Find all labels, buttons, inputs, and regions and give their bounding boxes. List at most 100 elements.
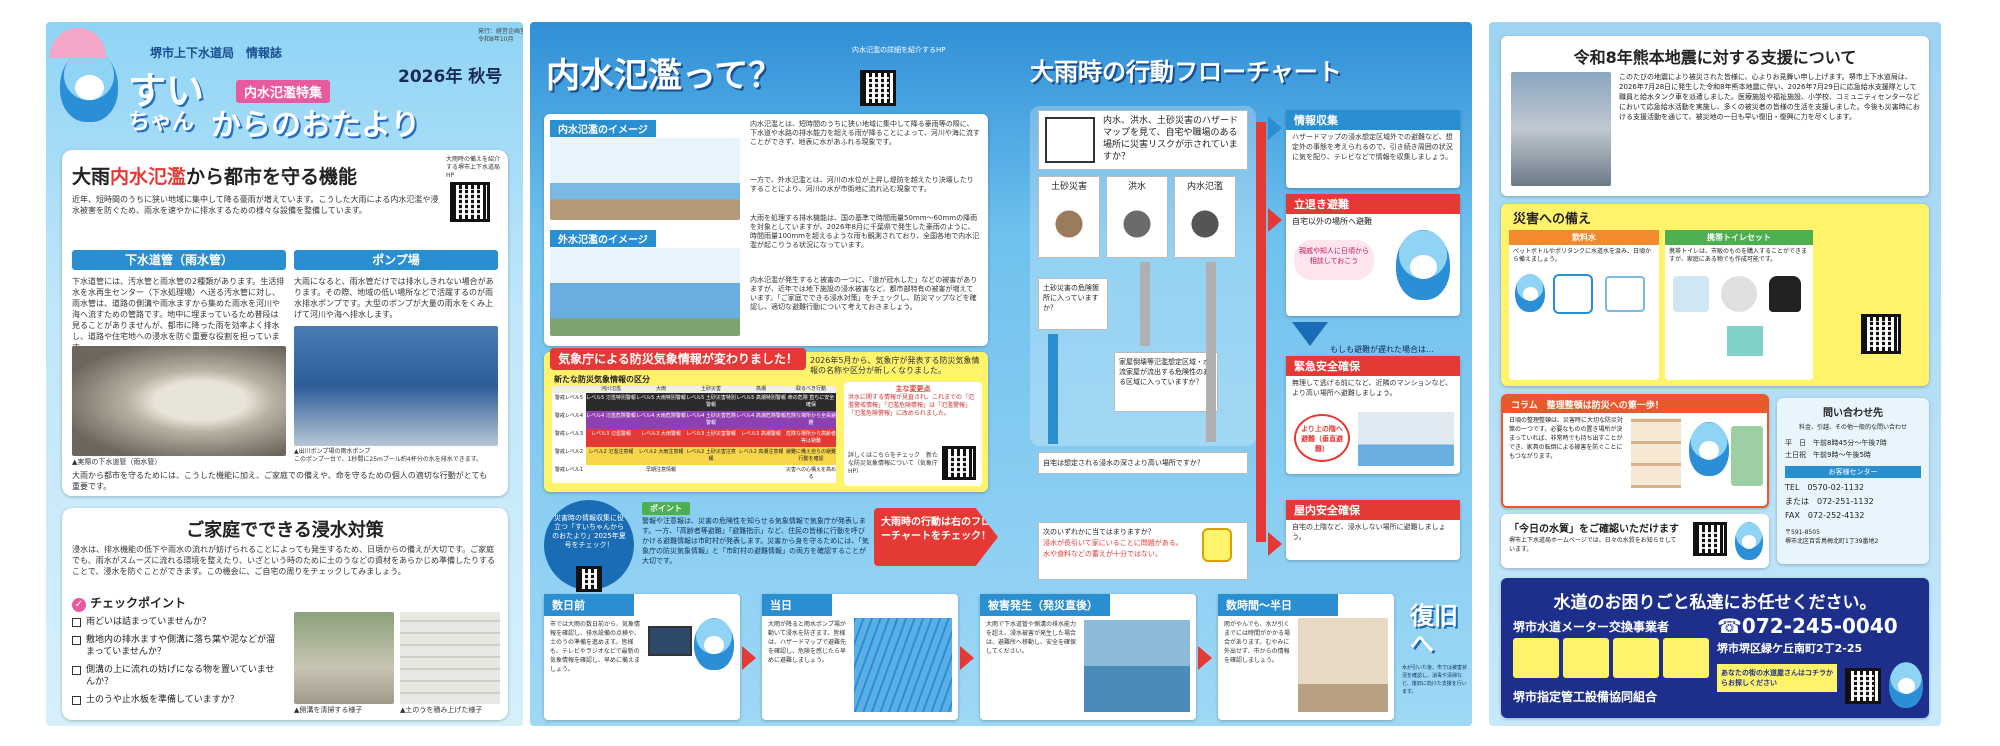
table-cell: 災害への心構えを高める (786, 465, 836, 483)
water-quality-card: 「今日の水質」をご確認いただけます 堺市上下水道局ホームページでは、日々の水質を… (1501, 514, 1769, 568)
mascot-ad-icon (1889, 662, 1923, 708)
center-label: お客様センター (1785, 466, 1921, 478)
table-cell: レベル5 高潮特別警報 (736, 393, 786, 411)
table-cell: レベル3 大雨警報 (636, 429, 686, 447)
main-heading: 大雨内水氾濫から都市を守る機能 (72, 162, 357, 189)
table-cell (686, 465, 736, 483)
checkbox-icon[interactable] (72, 618, 81, 627)
panel-newsletter-front: 堺市上下水道局 情報誌 発行：経営企画室 令和8年10月 2026年 秋号 すい… (46, 22, 523, 726)
table-cell: 警戒レベル4 (552, 411, 586, 429)
mascot-column-icon (1689, 422, 1729, 476)
arrow-to-info (1268, 116, 1282, 140)
heading-pre: 大雨 (72, 166, 111, 188)
recovery-text: 水が引いた後、市では被害状況を確認し、消毒や清掃など、復旧に向けた支援を行います… (1402, 665, 1468, 695)
sewer-pipe-photo (72, 346, 286, 456)
timeline-arrow-1 (742, 646, 756, 670)
info-bubble-text: 災害時の情報収集に役立つ「すいちゃんからのおたより」2025年夏号をチェック！ (552, 514, 626, 549)
check-circle-icon: ✓ (72, 598, 86, 612)
info-text: ハザードマップの浸水想定区域外での避難など、想定外の事態を考えられるので、引き続… (1292, 133, 1453, 161)
support-photo (1511, 72, 1611, 186)
panel-flood-center: 内水氾濫って？ 内水氾濫の詳細を紹介するHP 内水氾濫のイメージ 外水氾濫のイメ… (530, 22, 1472, 726)
evac-note: 親戚や知人に日頃から相談しておこう (1294, 240, 1374, 280)
table-cell: レベル4 高潮危険警報 (736, 411, 786, 429)
rain-scene-icon (854, 618, 952, 712)
timeline-title: 数時間〜半日 (1218, 594, 1338, 616)
qr-code-prep[interactable] (1861, 314, 1901, 354)
photo2-caption: ▲出川ポンプ場の雨水ポンプ このポンプ一台で、1秒間に25mプール約4杯分の水を… (294, 448, 483, 463)
check-item[interactable]: 雨どいは詰まっていませんか？ (72, 616, 282, 628)
main-card: 大雨内水氾濫から都市を守る機能 大雨時の備えを紹介する堺市上下水道局HP 近年、… (62, 150, 508, 496)
toilet-box: 携帯トイレセット 携帯トイレは、市販のものを購入することができますが、家庭にある… (1665, 230, 1813, 380)
qr-code-flood[interactable] (860, 70, 896, 106)
support-text: このたびの地震により被災された皆様に、心よりお見舞い申し上げます。堺市上下水道局… (1619, 73, 1920, 121)
checkbox-icon[interactable] (72, 666, 81, 675)
checklist: 雨どいは詰まっていませんか？ 敷地内の排水ますや側溝に落ち葉や泥などが溜まってい… (72, 616, 282, 706)
hazard-inner-flood: 内水氾濫 (1174, 176, 1236, 258)
water-title: 飲料水 (1509, 230, 1659, 245)
issue-label: 2026年 秋号 (398, 67, 503, 87)
house-flood-icon (1183, 199, 1227, 249)
hazard-landslide: 土砂災害 (1038, 176, 1100, 258)
flood-icon (1115, 199, 1159, 249)
ad-phone[interactable]: ☎072-245-0040 (1717, 614, 1898, 638)
photo4-caption: ▲土のうを積み上げた様子 (400, 706, 483, 714)
checkbox-icon[interactable] (72, 696, 81, 705)
major-change-box: 主な変更点 洪水に関する情報が見直され、これまでの「氾濫警戒情報」「氾濫危険情報… (844, 382, 982, 486)
outer-flood-label: 外水氾濫のイメージ (550, 230, 656, 247)
table-header: 取るべき行動 (786, 386, 836, 393)
table-cell (586, 465, 636, 483)
timeline-text: 大雨が降ると雨水ポンプ場が動いて浸水を防ぎます。皆様は、ハザードマップで避難先を… (768, 621, 847, 664)
toilet-title: 携帯トイレセット (1665, 230, 1813, 245)
table-cell: レベル3 氾濫警報 (586, 429, 636, 447)
water-quality-title: 「今日の水質」をご確認いただけます (1509, 524, 1679, 535)
bottle-icon (1605, 276, 1645, 312)
major-change-link[interactable]: 詳しくはこちらをチェック 新たな防災気象情報について（気象庁HP） (848, 452, 939, 475)
explain-3: 大雨を処理する排水機能は、国の基準で時間雨量50mm〜60mmの降雨を対象として… (750, 214, 980, 249)
urgent-text: 無理して逃げる前になど、近隣のマンションなど、より高い場所へ避難しましょう。 (1292, 379, 1453, 397)
home-text: 浸水は、排水機能の低下や雨水の流れが妨げられることによっても発生するため、日頃か… (72, 545, 496, 576)
table-cell: レベル5 土砂災害特別警報 (686, 393, 736, 411)
check-title-label: チェックポイント (90, 596, 187, 610)
arrow-to-indoor (1268, 532, 1282, 556)
table-cell: 警戒レベル5 (552, 393, 586, 411)
check-item[interactable]: 側溝の上に流れの妨げになる物を置いていませんか？ (72, 664, 282, 688)
indoor-card: 屋内安全確保 自宅の上階など、浸水しない場所に避難しましょう。 (1286, 500, 1460, 560)
major-change-title: 主な変更点 (895, 385, 931, 393)
flood-explain-card: 内水氾濫のイメージ 外水氾濫のイメージ 内水氾濫とは、短時間のうちに狭い地域に集… (544, 114, 988, 346)
issuer-label: 堺市上下水道局 情報誌 (150, 46, 283, 60)
flood-qr-caption: 内水氾濫の詳細を紹介するHP (852, 46, 946, 54)
column-title: コラム 整理整頓は防災への第一歩！ (1503, 396, 1767, 413)
qr-code-bubble[interactable] (576, 566, 602, 592)
timeline-step-2: 当日 大雨が降ると雨水ポンプ場が動いて浸水を防ぎます。皆様は、ハザードマップで避… (762, 594, 958, 720)
qr-code-quality[interactable] (1693, 522, 1727, 556)
table-cell: レベル4 土砂災害危険警報 (686, 411, 736, 429)
qr-code-1[interactable] (450, 182, 490, 222)
prep-title: 災害への備え (1513, 212, 1592, 227)
column-text: 日頃の整理整頓は、災害時に大切な防災対策の一つです。必要なものの置き場所が決まっ… (1509, 417, 1624, 460)
storage-icon (1731, 426, 1763, 486)
photo3-caption: ▲側溝を清掃する様子 (294, 706, 363, 714)
flow-title: 大雨時の行動フローチャート (1030, 58, 1342, 86)
urgent-bubble: より上の階へ避難（垂直避難） (1294, 414, 1350, 462)
check-item[interactable]: 土のうや止水板を準備していますか？ (72, 694, 282, 706)
qr-code-ad[interactable] (1845, 668, 1881, 704)
checkbox-icon[interactable] (72, 636, 81, 645)
evac-title: 立退き避難 (1286, 194, 1460, 214)
qr-code-jma[interactable] (942, 446, 976, 480)
water-text: ペットボトルやポリタンクに水道水を汲み、日頃から備えましょう。 (1513, 248, 1652, 263)
ad-icon-row (1513, 638, 1709, 678)
explain-4: 内水氾濫が発生すると被害の一つに、「道が冠水した」などの被害がありますが、近年で… (750, 276, 978, 311)
home-measures-card: ご家庭でできる浸水対策 浸水は、排水機能の低下や雨水の流れが妨げられることによっ… (62, 508, 508, 720)
check-item[interactable]: 敷地内の排水ますや側溝に落ち葉や泥などが溜まっていませんか？ (72, 634, 282, 658)
outer-flood-illustration (550, 248, 740, 336)
info-bubble: 災害時の情報収集に役立つ「すいちゃんからのおたより」2025年夏号をチェック！ (544, 500, 634, 590)
toilet-icon (1663, 638, 1709, 678)
building-icon (1358, 412, 1454, 466)
pump-photo (294, 326, 498, 446)
umbrella-icon (50, 28, 106, 58)
qr1-caption: 大雨時の備えを紹介する堺市上下水道局HP (446, 156, 501, 179)
table-cell: レベル3 土砂災害警報 (686, 429, 736, 447)
table-cell: レベル4 大雨危険警報 (636, 411, 686, 429)
flow-arrow-callout: 大雨時の行動は右のフローチャートをチェック！ (874, 508, 998, 566)
landslide-icon (1047, 199, 1091, 249)
